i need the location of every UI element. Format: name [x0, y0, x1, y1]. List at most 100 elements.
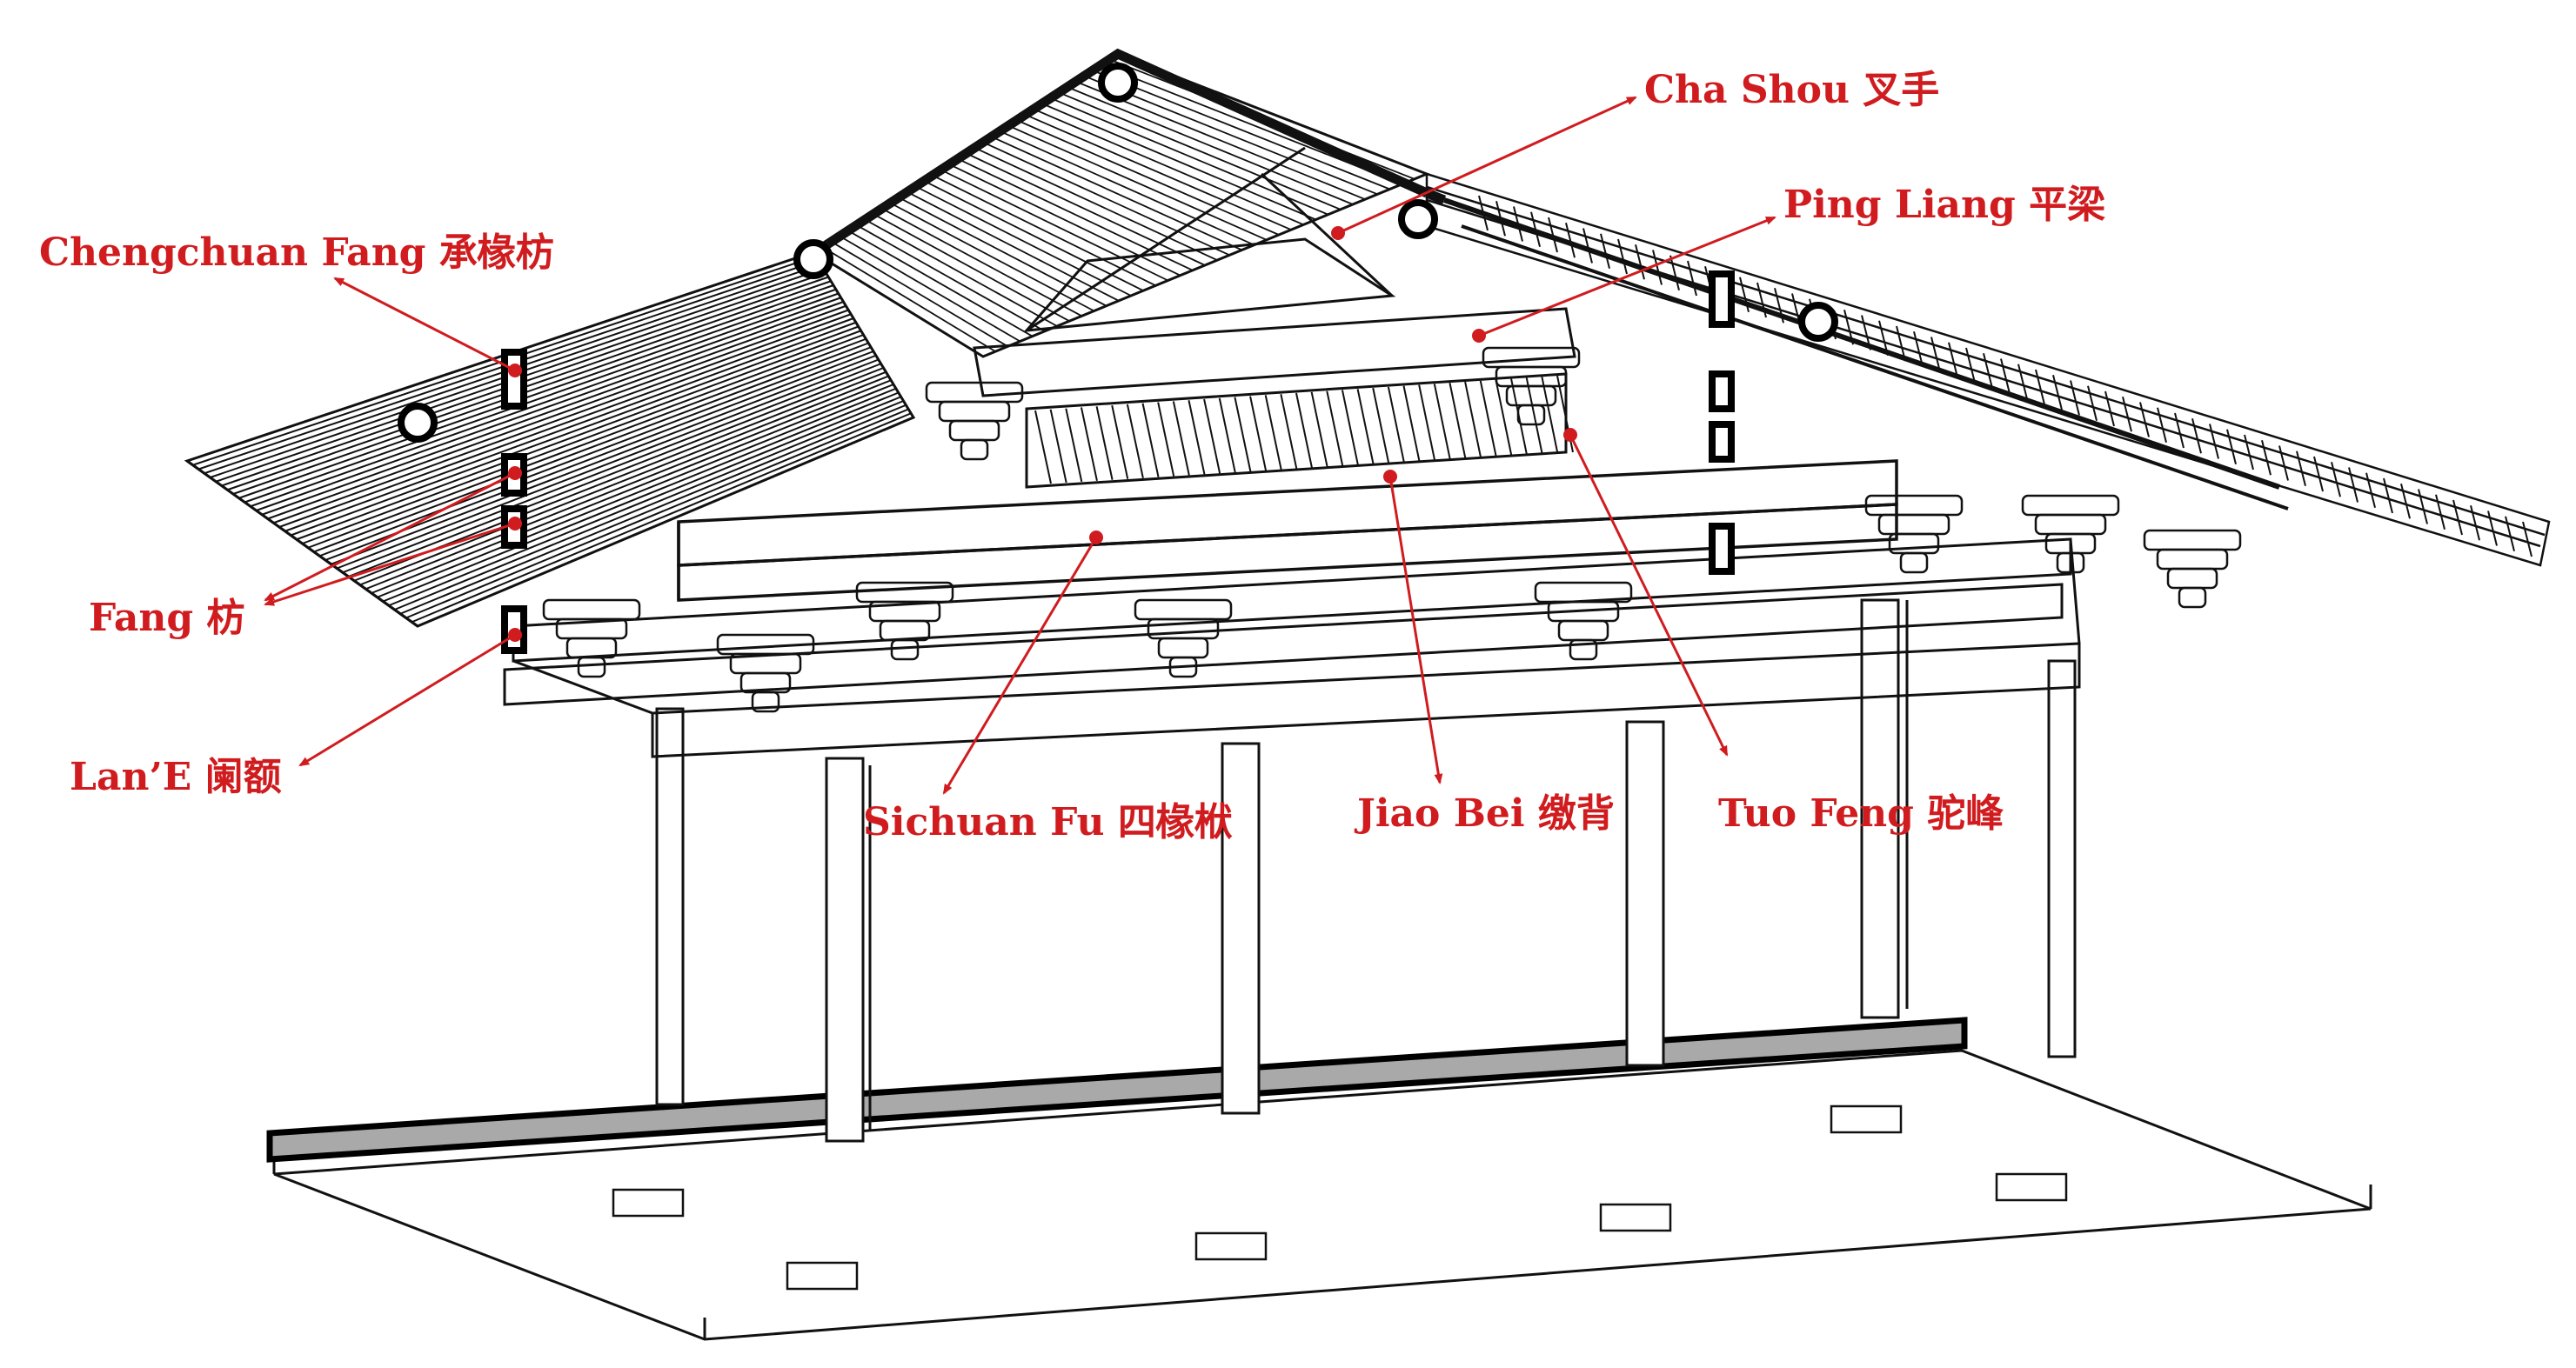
annotation-dots — [508, 226, 1577, 642]
ceiling-batten — [1126, 404, 1144, 478]
roof-tile-line — [348, 367, 884, 577]
fang-dot-1 — [508, 466, 522, 480]
fang-dot-2 — [508, 517, 522, 531]
ceiling-batten — [1188, 400, 1206, 475]
eave-rafter-end — [2052, 375, 2063, 410]
eave-rafter-end — [2070, 380, 2080, 416]
roof-tile-line — [982, 141, 1230, 257]
roof-tile-line — [956, 157, 1194, 271]
eave-rafter-end — [1635, 244, 1645, 280]
right-eave-tiles — [1478, 195, 2533, 557]
eave-rafter-end — [2017, 364, 2028, 399]
eave-rafter-end — [2157, 407, 2167, 443]
roof-tile-line — [290, 325, 860, 537]
ceiling-batten — [1295, 392, 1313, 469]
ceiling-batten — [1034, 410, 1052, 484]
tuo-feng-dot — [1563, 428, 1577, 442]
bracket-block — [948, 419, 1000, 442]
annotation-labels: Cha Shou 叉手 Ping Liang 平梁 Chengchuan Fan… — [39, 68, 2105, 844]
eave-rafter-end — [2470, 505, 2480, 541]
eave-rafter-end — [2000, 358, 2011, 394]
label-ping-liang: Ping Liang 平梁 — [1783, 183, 2105, 227]
roof-tile-line — [838, 235, 1020, 343]
roof-tile-line — [244, 292, 840, 504]
roof-tile-line — [1024, 113, 1292, 230]
roof-tile-line — [914, 185, 1132, 297]
ceiling-batten — [1218, 397, 1236, 473]
roof-tile-line — [999, 130, 1255, 246]
label-lan-e: Lan’E 阑额 — [70, 755, 282, 799]
bracket-block — [1157, 637, 1209, 659]
roof-tile-line — [336, 358, 880, 570]
eave-rafter-end — [2348, 467, 2359, 503]
lan-e-dot — [508, 628, 522, 642]
ceiling-batten — [1280, 393, 1298, 470]
jiao-bei-arrow — [1388, 476, 1443, 784]
eave-rafter-end — [2244, 434, 2254, 470]
ceiling-batten — [1065, 408, 1083, 483]
bracket-block — [938, 400, 1011, 423]
eave-rafter-end — [2313, 456, 2324, 492]
eave-rafter-end — [2505, 516, 2515, 551]
label-jiao-bei: Jiao Bei 缴背 — [1354, 791, 1615, 836]
bracket-block — [2178, 586, 2207, 609]
label-fang: Fang 枋 — [89, 596, 244, 640]
bracket-block — [1168, 656, 1198, 678]
roof-tile-line — [250, 297, 841, 508]
ceiling-batten — [1372, 387, 1390, 464]
roof-tile-line — [399, 404, 907, 615]
bracket-block — [855, 581, 954, 604]
tuo-feng-arrow — [1569, 434, 1729, 757]
ceiling-batten — [1356, 389, 1375, 464]
eave-rafter-end — [2087, 385, 2098, 421]
left-roof-tiles — [186, 251, 914, 627]
bracket-block — [1899, 551, 1929, 574]
ceiling-batten — [1203, 398, 1221, 474]
eave-rafter-end — [1983, 353, 1993, 389]
annotation-arrows — [264, 96, 1776, 795]
roof-tile-line — [284, 321, 857, 532]
eave-rafter-end — [1669, 255, 1680, 290]
ceiling-batten — [1464, 381, 1482, 458]
roof-tile-line — [256, 301, 844, 511]
section-markers — [398, 63, 1838, 654]
cha-shou-rafters — [801, 48, 2289, 510]
roof-tile-line — [267, 309, 849, 520]
ceiling-batten — [1495, 379, 1513, 457]
bracket-block — [1516, 404, 1546, 426]
eave-rafter-end — [2435, 494, 2446, 530]
eave-rafter-end — [2522, 521, 2533, 557]
bracket-block — [2034, 513, 2107, 536]
eave-rafter-end — [2400, 484, 2411, 519]
roof-tile-line — [313, 342, 869, 553]
ping-liang-dot — [1472, 329, 1486, 343]
roof-tile-line — [342, 363, 881, 574]
bracket-block — [1134, 598, 1233, 621]
bracket-block — [2166, 567, 2218, 590]
eave-rafter-end — [1582, 228, 1593, 264]
bracket-block — [2143, 529, 2242, 551]
eave-rafter-end — [2174, 412, 2185, 449]
ceiling-batten — [1310, 391, 1328, 468]
roof-tile-line — [227, 280, 832, 491]
roof-tile-line — [273, 313, 852, 524]
ceiling-batten — [1525, 377, 1543, 455]
sichuan-fu-arrow — [942, 537, 1098, 795]
eave-rafter-end — [1930, 337, 1941, 372]
eave-rafter-end — [2383, 477, 2393, 514]
chengchuan-fang-dot — [508, 364, 522, 377]
roof-tile-line — [1007, 124, 1268, 241]
ceiling-batten — [1418, 384, 1436, 461]
ceiling-batten — [1111, 404, 1129, 479]
bracket-block — [1557, 619, 1609, 642]
ceiling-batten — [1172, 401, 1190, 476]
roof-tile-line — [965, 152, 1206, 266]
chengchuan-fang-arrow — [333, 277, 516, 372]
roof-tile-line — [897, 196, 1107, 307]
bracket-block — [890, 638, 920, 661]
roof-tile-line — [1067, 86, 1354, 205]
roof-tile-line — [325, 350, 874, 561]
roof-tile-line — [880, 207, 1082, 317]
eave-rafter-end — [2452, 499, 2463, 536]
